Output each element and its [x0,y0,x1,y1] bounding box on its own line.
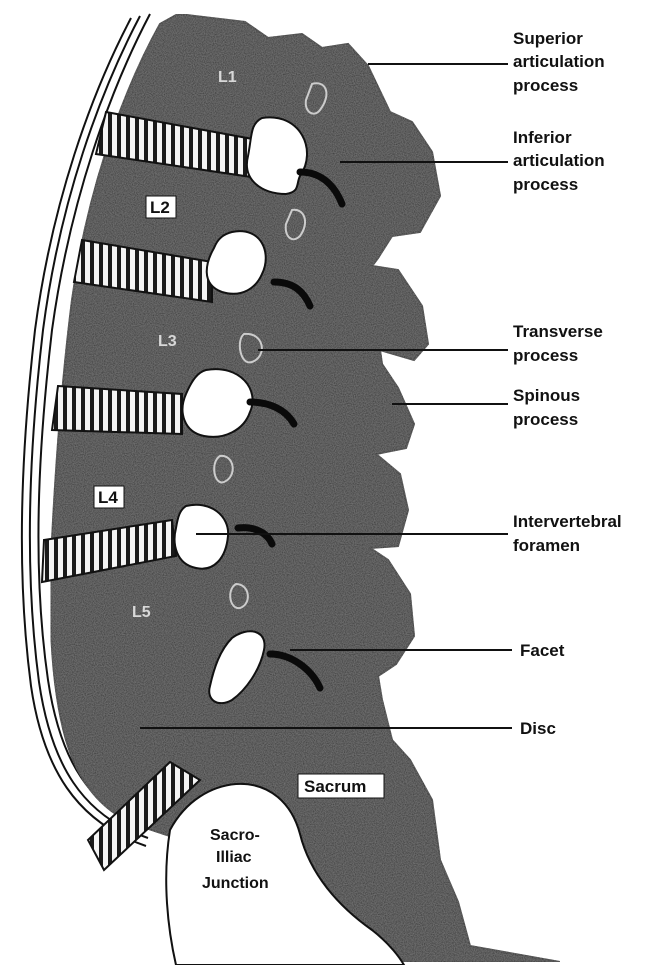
vertebra-label-l2: L2 [150,198,170,217]
svg-text:process: process [513,175,578,194]
svg-text:Sacro-: Sacro- [210,827,260,844]
svg-text:process: process [513,76,578,95]
svg-text:Inferior: Inferior [513,128,572,147]
label-disc: Disc [520,719,556,738]
svg-text:foramen: foramen [513,536,580,555]
disc-l3-l4 [52,386,182,434]
svg-text:process: process [513,410,578,429]
svg-text:Illiac: Illiac [216,849,252,866]
vertebra-label-l4: L4 [98,488,118,507]
label-inferior-articulation-process: Inferior articulation process [513,128,605,194]
svg-text:articulation: articulation [513,52,605,71]
svg-text:articulation: articulation [513,151,605,170]
label-intervertebral-foramen: Intervertebral foramen [513,512,622,555]
label-facet: Facet [520,641,565,660]
svg-text:Intervertebral: Intervertebral [513,512,622,531]
svg-text:Transverse: Transverse [513,322,603,341]
svg-text:Spinous: Spinous [513,386,580,405]
label-superior-articulation-process: Superior articulation process [513,29,605,95]
svg-text:Superior: Superior [513,29,583,48]
vertebra-label-l3: L3 [158,333,177,350]
vertebra-label-l1: L1 [218,69,237,86]
sacrum-label: Sacrum [304,777,366,796]
label-transverse-process: Transverse process [513,322,603,365]
svg-text:process: process [513,346,578,365]
svg-text:Junction: Junction [202,875,269,892]
label-spinous-process: Spinous process [513,386,580,429]
vertebra-label-l5: L5 [132,604,151,621]
